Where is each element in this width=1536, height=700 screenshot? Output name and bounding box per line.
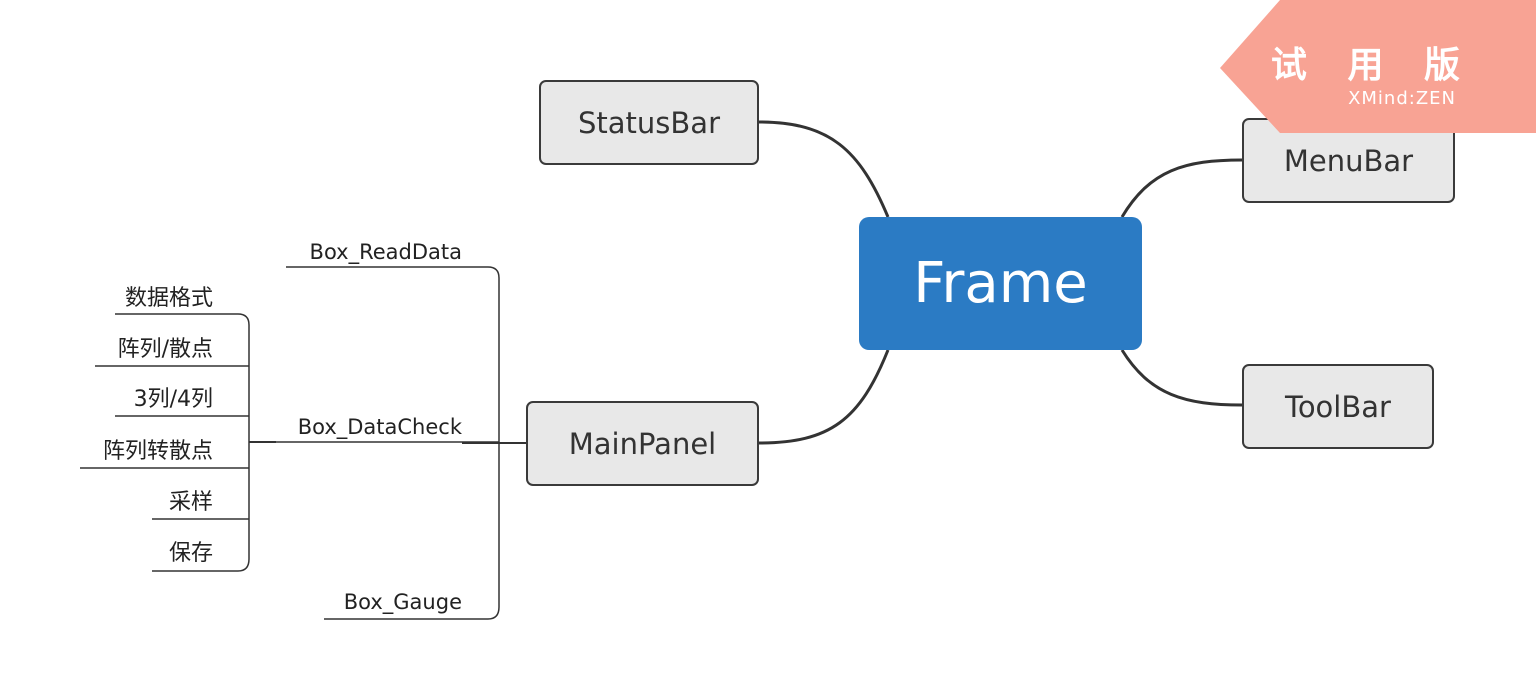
connector-datacheck-bracket [115, 313, 250, 572]
connector-frame-menubar [1120, 158, 1243, 218]
watermark-shape [1220, 0, 1536, 133]
topic-label: ToolBar [1285, 389, 1391, 424]
root-node-frame[interactable]: Frame [859, 217, 1142, 350]
connector-frame-mainpanel [758, 349, 890, 445]
leaf-3col-4col[interactable]: 3列/4列 [133, 387, 213, 412]
leaf-save[interactable]: 保存 [168, 541, 213, 566]
leaf-data-format[interactable]: 数据格式 [124, 286, 213, 311]
topic-menubar[interactable]: MenuBar [1242, 118, 1455, 203]
root-node-label: Frame [913, 251, 1088, 316]
topic-label: StatusBar [578, 105, 720, 140]
topic-label: MenuBar [1283, 143, 1414, 178]
topic-statusbar[interactable]: StatusBar [539, 80, 759, 165]
leaf-sampling[interactable]: 采样 [168, 490, 213, 515]
leaf-array-to-scatter[interactable]: 阵列转散点 [102, 439, 213, 464]
trial-watermark: 试 用 版 XMind:ZEN [1220, 0, 1536, 133]
topic-toolbar[interactable]: ToolBar [1242, 364, 1434, 449]
connector-frame-statusbar [758, 120, 890, 218]
connector-frame-toolbar [1120, 349, 1243, 407]
topic-mainpanel[interactable]: MainPanel [526, 401, 759, 486]
subtopic-box-gauge[interactable]: Box_Gauge [343, 590, 462, 614]
watermark-subtitle: XMind:ZEN [1348, 88, 1456, 109]
subtopic-box-datacheck[interactable]: Box_DataCheck [297, 415, 462, 439]
subtopic-box-readdata[interactable]: Box_ReadData [309, 240, 462, 264]
leaf-array-scatter[interactable]: 阵列/散点 [117, 337, 213, 362]
watermark-title: 试 用 版 [1270, 45, 1474, 86]
topic-label: MainPanel [568, 426, 717, 461]
